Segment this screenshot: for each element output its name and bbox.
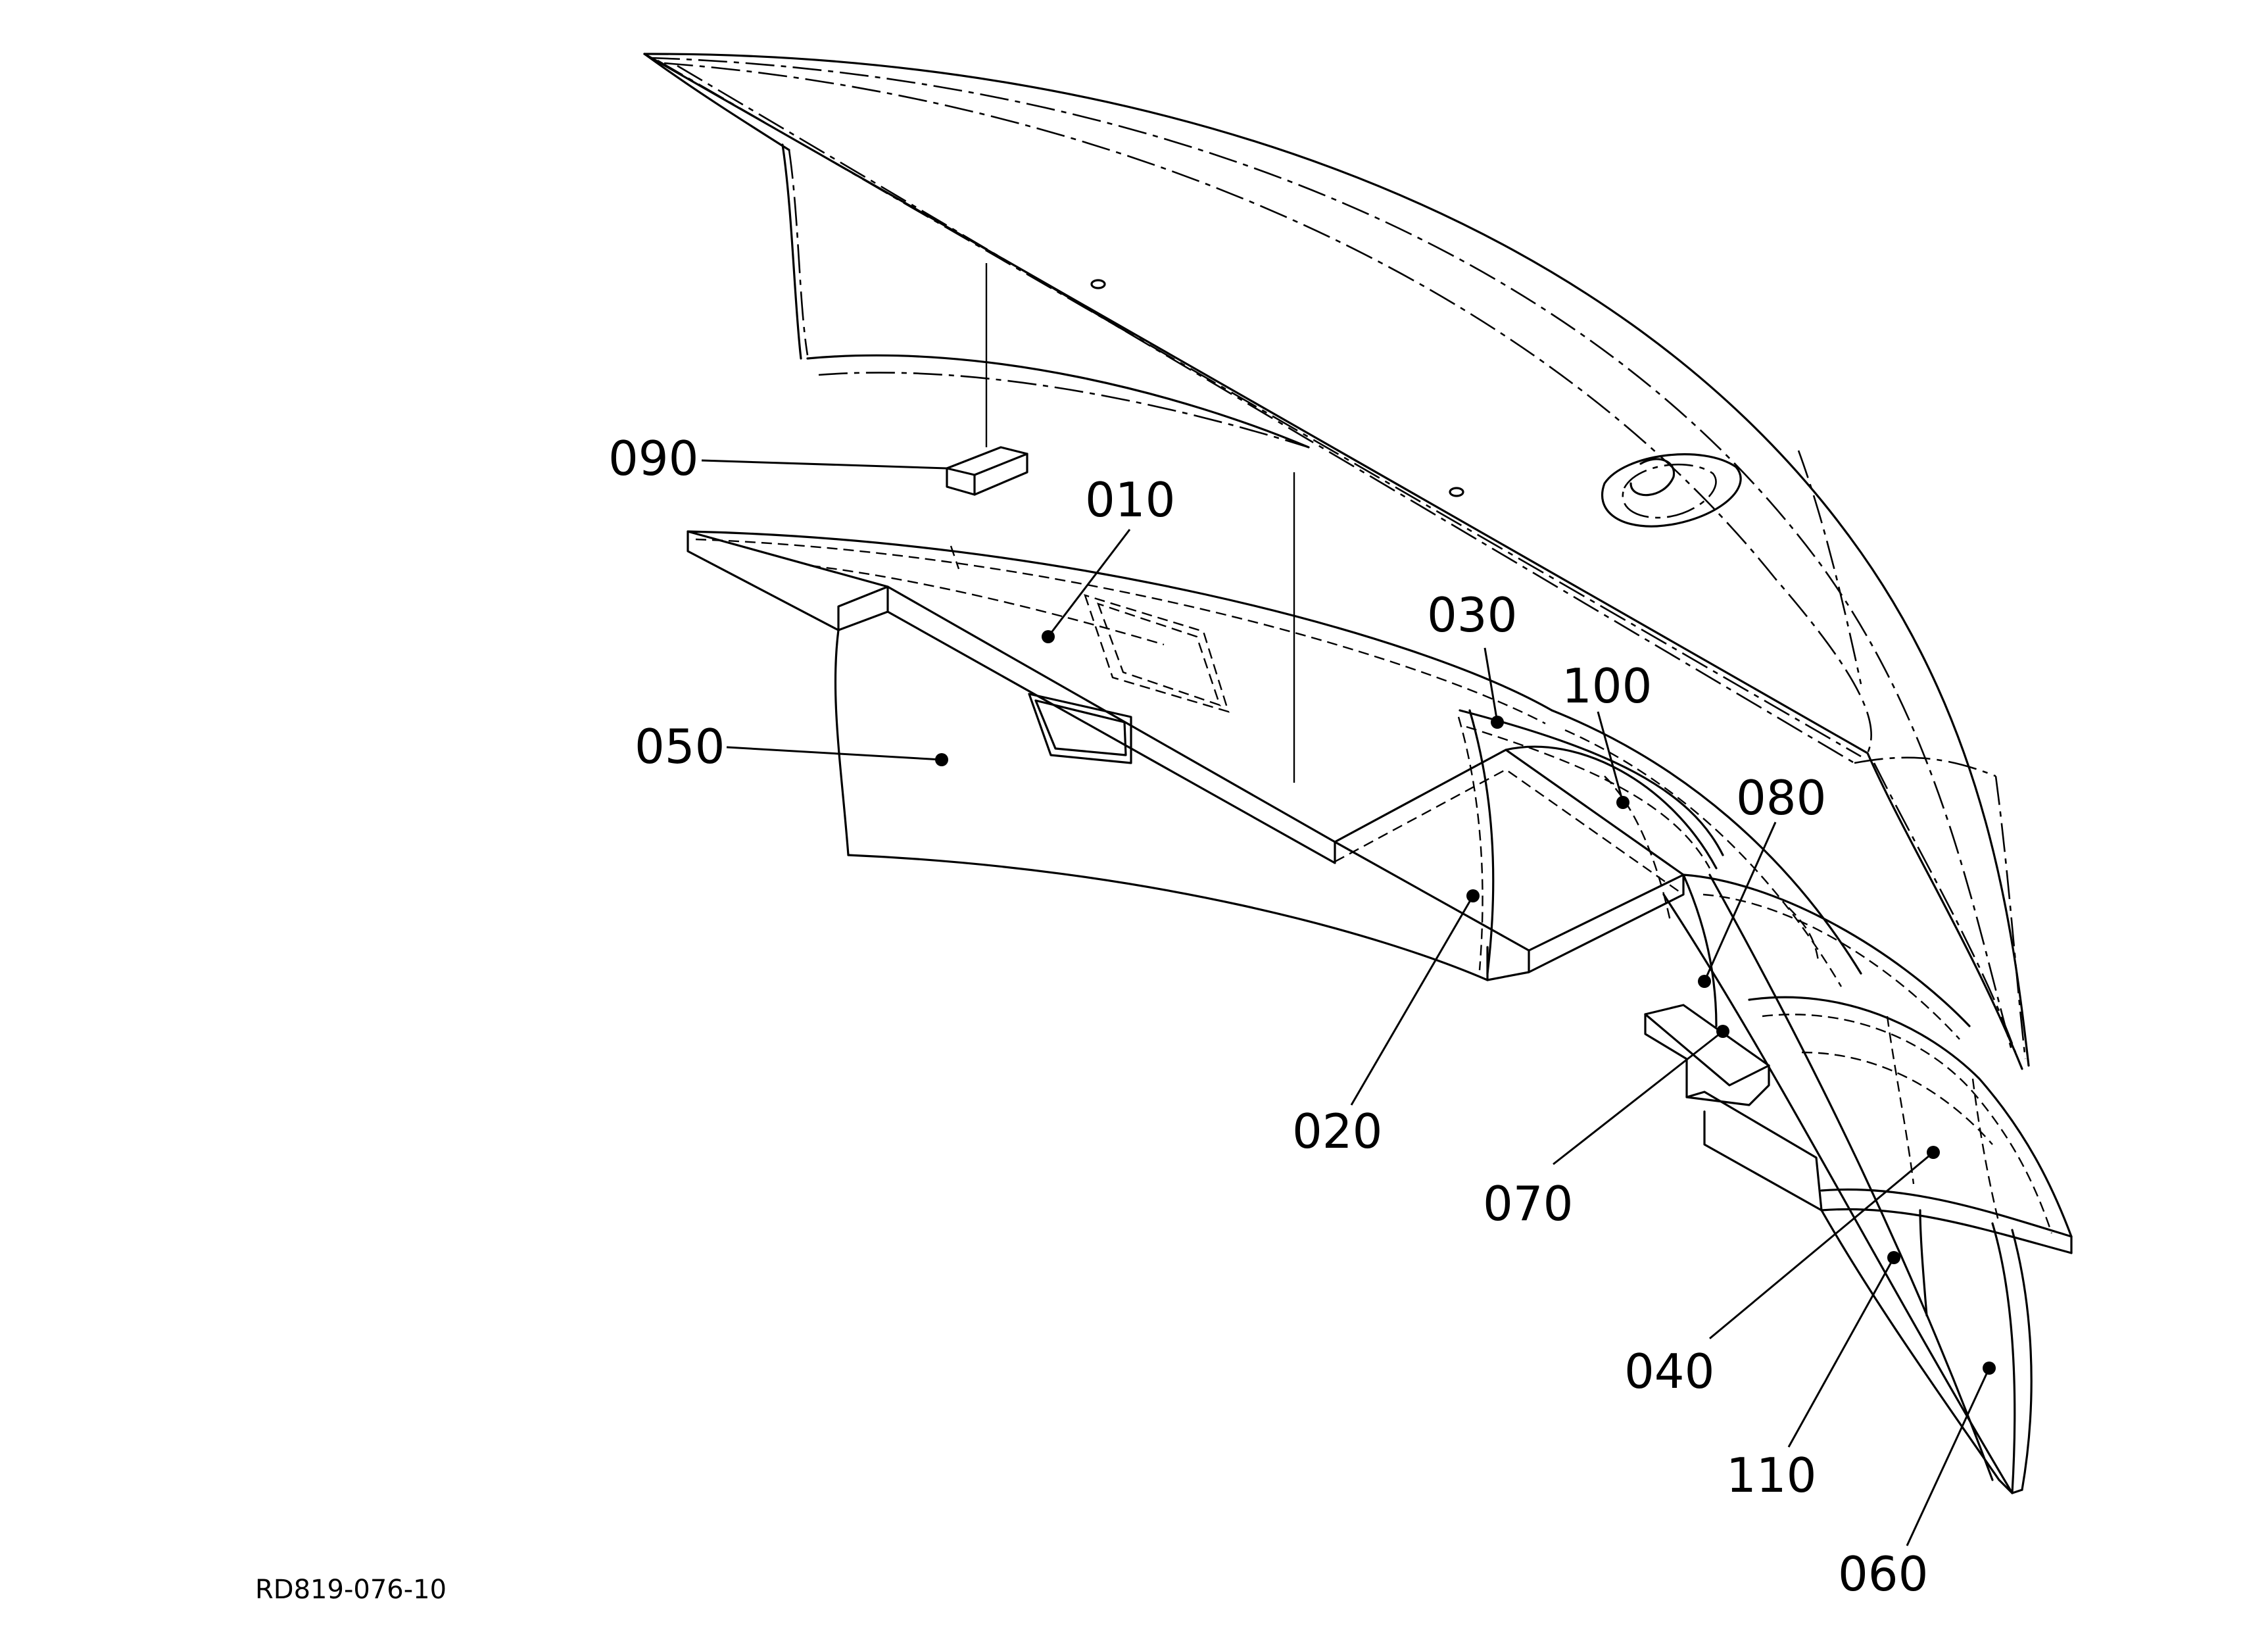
part-110-strip <box>1820 1188 2073 1317</box>
part-100-strip <box>1551 709 1862 987</box>
part-060-panel <box>1662 873 2033 1494</box>
part-050-panel <box>687 530 1553 981</box>
part-080-panel <box>1682 873 1971 1040</box>
part-020-block <box>1334 709 1685 981</box>
hood-vent-opening <box>1601 453 1742 528</box>
callout-080: 080 <box>1736 770 1826 825</box>
hood-shell <box>643 53 2030 1070</box>
callout-010: 010 <box>1085 472 1175 528</box>
leaders <box>701 459 1996 1546</box>
part-040-panel <box>1748 996 2073 1238</box>
callout-020: 020 <box>1292 1104 1382 1159</box>
drawing-code: RD819-076-10 <box>255 1575 446 1605</box>
part-030-strip <box>1459 709 1724 870</box>
callout-040: 040 <box>1624 1344 1714 1399</box>
callout-060: 060 <box>1838 1546 1928 1602</box>
callout-100: 100 <box>1562 658 1652 714</box>
callout-090: 090 <box>608 431 698 486</box>
callout-070: 070 <box>1483 1176 1573 1231</box>
part-090-pad <box>946 263 1028 496</box>
callout-030: 030 <box>1427 587 1517 643</box>
callout-050: 050 <box>635 719 725 774</box>
callout-110: 110 <box>1726 1448 1816 1503</box>
